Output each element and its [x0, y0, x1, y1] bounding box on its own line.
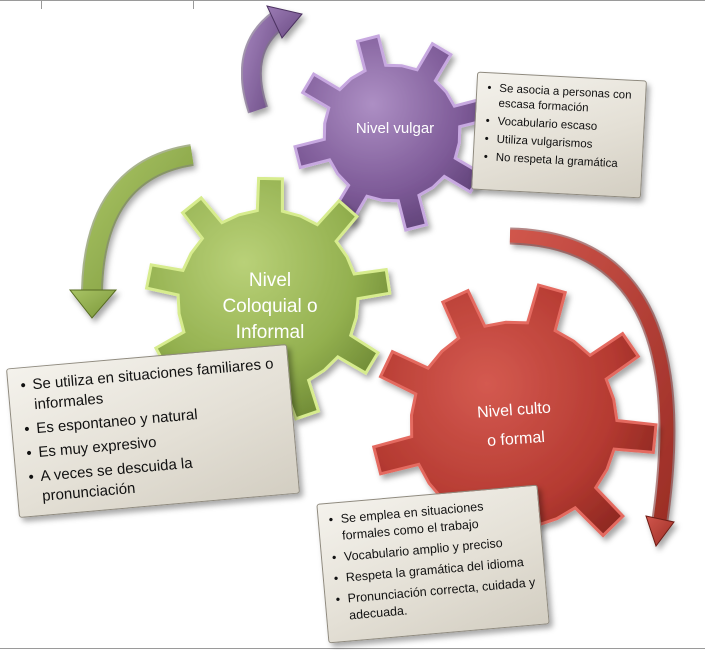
gear-vulgar-label: Nivel vulgar	[355, 120, 435, 137]
gear-coloquial-label-line: Informal	[235, 322, 305, 343]
arrow-green	[68, 144, 194, 319]
top-border-tick	[193, 0, 194, 9]
gear-culto-label: Nivel culto o formal	[453, 392, 577, 458]
arrow-purple	[240, 5, 303, 114]
note-vulgar-item: Se asocia a personas con escasa formació…	[484, 81, 639, 119]
gear-coloquial-label-line: Coloquial o	[222, 296, 318, 317]
top-border-tick	[41, 0, 42, 9]
note-vulgar: Se asocia a personas con escasa formació…	[471, 71, 647, 199]
note-coloquial: Se utiliza en situaciones familiares o i…	[5, 343, 301, 519]
bottom-border	[0, 648, 705, 649]
top-border	[0, 0, 705, 1]
gear-coloquial-label: Nivel Coloquial o Informal	[195, 268, 345, 346]
gear-coloquial-label-line: Nivel	[248, 270, 292, 291]
note-culto: Se emplea en situaciones formales como e…	[316, 484, 550, 644]
arrow-red	[509, 227, 676, 548]
